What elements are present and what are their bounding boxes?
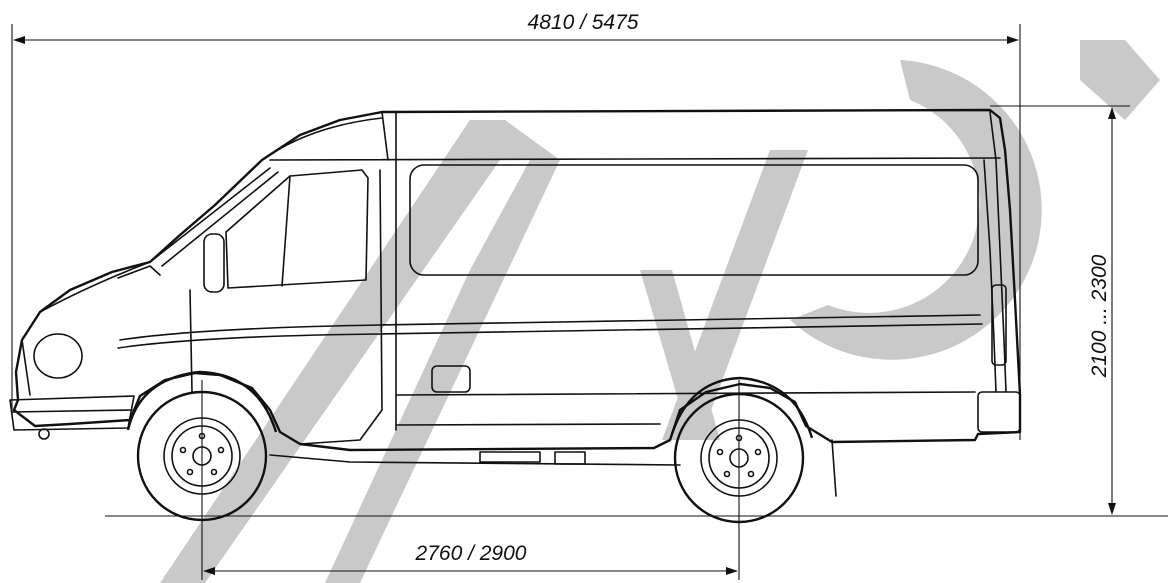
watermark [160, 40, 1160, 583]
front-wheel [136, 390, 268, 522]
headlight [33, 333, 83, 379]
height-dimension [990, 105, 1130, 515]
wheelbase-label: 2760 / 2900 [415, 542, 527, 565]
van-body [9, 108, 1022, 497]
wheelbase-dimension [201, 380, 740, 580]
length-dimension [11, 24, 1021, 440]
side-mirror [203, 233, 225, 293]
overall-length-label: 4810 / 5475 [528, 11, 639, 34]
side-window [409, 164, 979, 276]
rear-wheel [673, 392, 805, 524]
height-label: 2100 ... 2300 [1088, 254, 1111, 378]
